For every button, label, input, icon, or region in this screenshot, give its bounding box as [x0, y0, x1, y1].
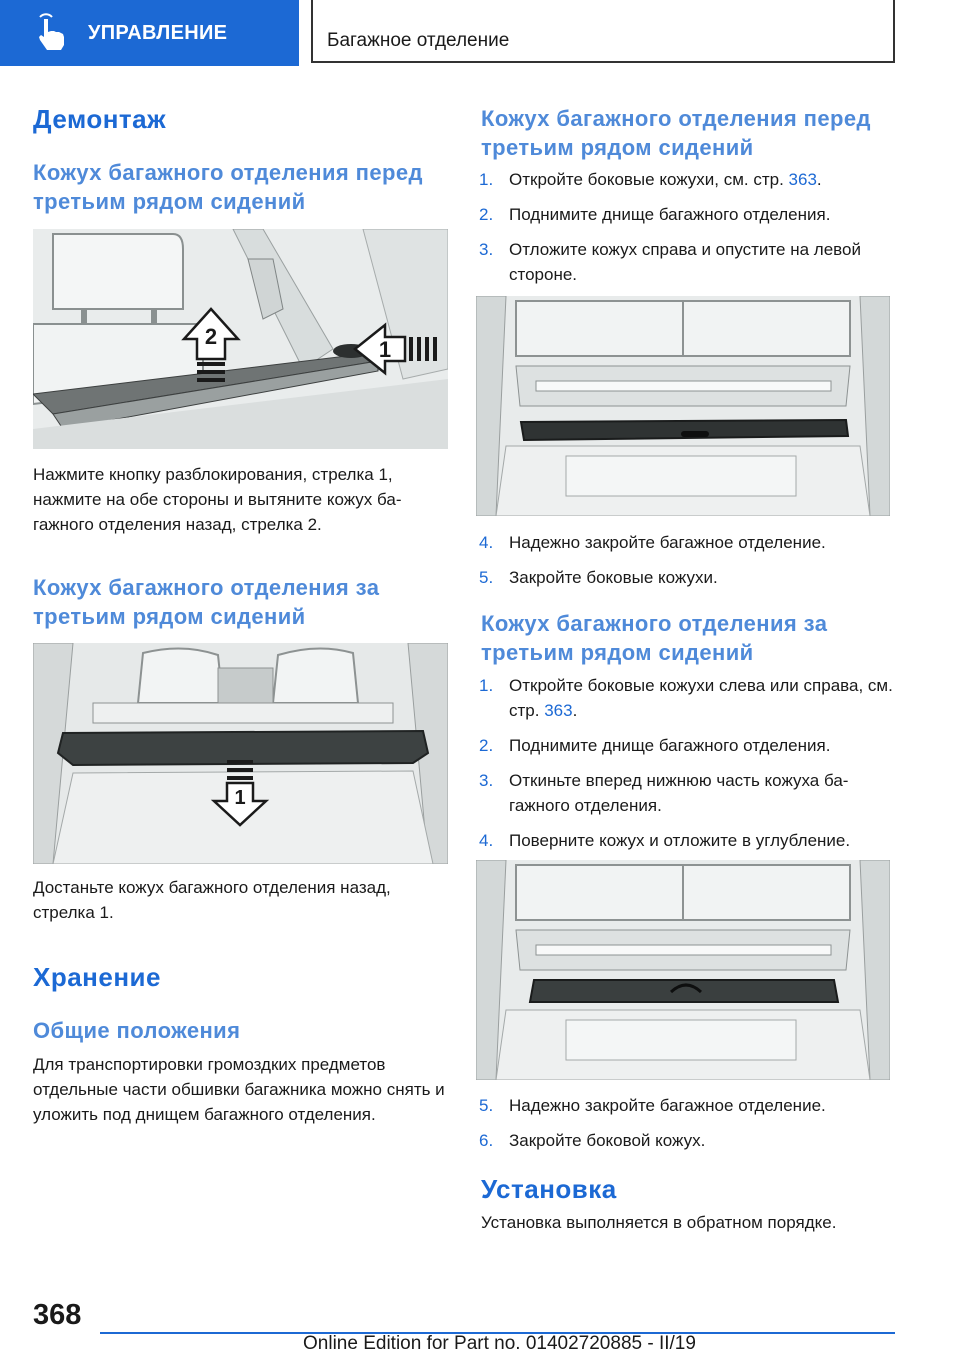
list-item: 5.Закройте боковые кожухи.	[479, 568, 718, 587]
figure-trunk-cover-front	[476, 296, 890, 516]
figure-cover-behind: 1	[33, 643, 448, 864]
steps-cover-behind-2: 5.Надежно закройте багажное отделение. 6…	[475, 1093, 895, 1163]
page-link[interactable]: 363	[544, 701, 573, 720]
list-item: 1.Откройте боковые кожухи слева или спра…	[479, 676, 893, 720]
figure-trunk-cover-behind	[476, 860, 890, 1080]
list-item: 2.Поднимите днище багажного отделения.	[479, 736, 831, 755]
breadcrumb-text: Багажное отделение	[327, 30, 510, 51]
heading-install: Установка	[481, 1174, 617, 1204]
heading-general: Общие положения	[33, 1018, 241, 1043]
footer-divider	[100, 1332, 895, 1334]
text-cover-behind: Достаньте кожух багажного отделения наза…	[33, 878, 391, 922]
list-item: 5.Надежно закройте багажное отделение.	[479, 1096, 826, 1115]
section-tab[interactable]: УПРАВЛЕНИЕ	[0, 0, 299, 66]
text-general: Для транспортировки громоздких предметов…	[33, 1055, 445, 1124]
text-cover-front: Нажмите кнопку разблокирования, стрелка …	[33, 465, 402, 534]
steps-cover-front-2: 4.Надежно закройте багажное отделение. 5…	[475, 530, 895, 600]
heading-cover-behind-right: Кожух багажного отделения за третьим ряд…	[481, 611, 828, 665]
page-link[interactable]: 363	[788, 170, 817, 189]
fig1-label-1: 1	[379, 337, 391, 362]
text-install: Установка выполняется в обратном порядке…	[481, 1213, 837, 1232]
heading-removal: Демонтаж	[33, 104, 167, 134]
steps-cover-front: 1.Откройте боковые кожухи, см. стр. 363.…	[475, 167, 895, 297]
list-item: 3.Отложите кожух справа и опустите на ле…	[479, 240, 861, 284]
hand-pointer-icon	[39, 13, 64, 50]
heading-cover-front-right: Кожух багажного отделения перед третьим …	[481, 106, 871, 160]
figure-cover-unlock: 2 1	[33, 229, 448, 449]
heading-cover-behind: Кожух багажного отделения за третьим ряд…	[33, 575, 380, 629]
list-item: 3.Откиньте вперед нижнюю часть кожуха ба…	[479, 771, 849, 815]
fig2-label-1: 1	[234, 787, 245, 809]
footer-edition: Online Edition for Part no. 01402720885 …	[303, 1333, 696, 1354]
list-item: 4.Поверните кожух и отложите в углублени…	[479, 831, 851, 850]
list-item: 6.Закройте боковой кожух.	[479, 1131, 706, 1150]
page-number: 368	[33, 1299, 82, 1331]
heading-storage: Хранение	[33, 962, 161, 992]
section-label: УПРАВЛЕНИЕ	[88, 21, 228, 44]
list-item: 1.Откройте боковые кожухи, см. стр. 363.	[479, 170, 822, 189]
list-item: 2.Поднимите днище багажного отделения.	[479, 205, 831, 224]
breadcrumb: Багажное отделение	[311, 0, 895, 63]
list-item: 4.Надежно закройте багажное отделение.	[479, 533, 826, 552]
steps-cover-behind: 1.Откройте боковые кожухи слева или спра…	[475, 673, 895, 863]
fig1-label-2: 2	[205, 324, 217, 349]
heading-cover-front: Кожух багажного отделения перед третьим …	[33, 160, 423, 214]
